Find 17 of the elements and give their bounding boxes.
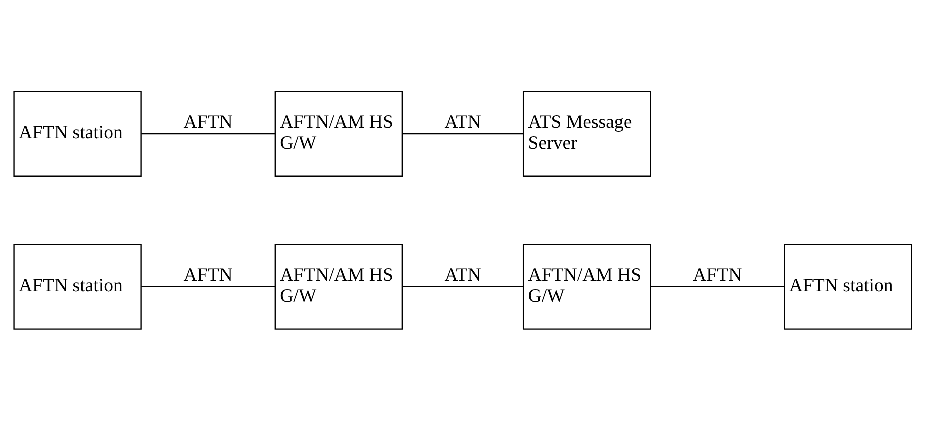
edge-label: AFTN bbox=[184, 264, 233, 286]
connector bbox=[402, 286, 524, 288]
connector bbox=[402, 133, 524, 135]
node-box: ATS Message Server bbox=[522, 91, 652, 177]
node-box: AFTN station bbox=[14, 244, 142, 330]
connector bbox=[142, 133, 276, 135]
node-box: AFTN/AM HS G/W bbox=[522, 244, 652, 330]
edge-label: AFTN bbox=[693, 264, 742, 286]
node-box: AFTN station bbox=[784, 244, 912, 330]
edge-label: ATN bbox=[444, 112, 482, 133]
node-box: AFTN/AM HS G/W bbox=[274, 91, 404, 177]
edge-label: AFTN bbox=[184, 112, 233, 133]
connector bbox=[142, 286, 276, 288]
node-box: AFTN/AM HS G/W bbox=[274, 244, 404, 330]
edge-label: ATN bbox=[444, 264, 482, 286]
node-box: AFTN station bbox=[14, 91, 142, 177]
connector bbox=[650, 286, 784, 288]
